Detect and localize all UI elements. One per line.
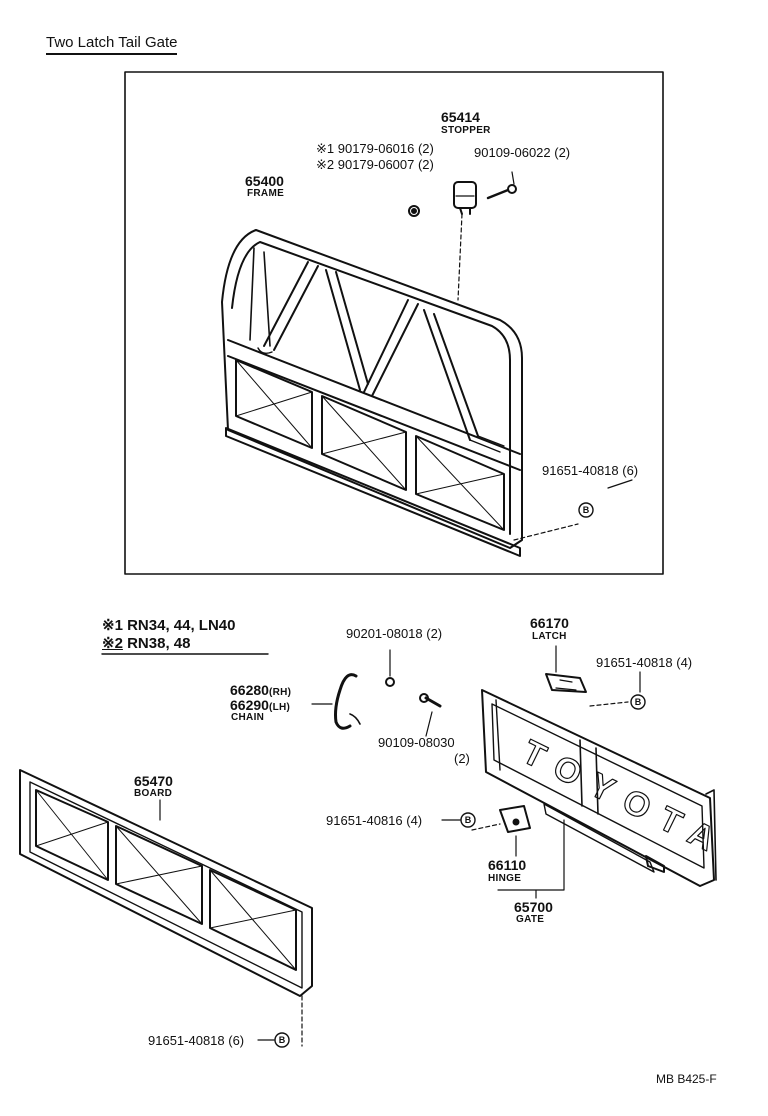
chain-lh-tag: (LH)	[268, 702, 291, 713]
latch-drawing	[545, 645, 629, 707]
washer-90201-drawing	[385, 677, 395, 687]
nut-90179-drawing	[408, 205, 420, 217]
gate-leader	[497, 819, 565, 899]
gate-drawing	[481, 689, 717, 887]
rivet-frame-callout-label: B	[583, 505, 590, 515]
rivet-hinge-label: 91651-40816 (4)	[326, 813, 423, 828]
gate-part-number: 65700	[514, 899, 553, 915]
frame-part-name: FRAME	[247, 188, 285, 199]
bolt-90109-06022-label: 90109-06022 (2)	[474, 145, 571, 160]
note-1-text: RN34, 44, LN40	[127, 617, 236, 634]
latch-part-name: LATCH	[532, 631, 567, 642]
chain-lh-label: 66290(LH)	[230, 698, 290, 713]
bolt-90109-08030-label: 90109-08030	[378, 735, 455, 750]
washer-90201-label: 90201-08018 (2)	[346, 626, 443, 641]
rivet-latch-label: 91651-40818 (4)	[596, 655, 693, 670]
gate-part-name: GATE	[516, 914, 545, 925]
board-drawing	[19, 769, 313, 1047]
rivet-frame-label: 91651-40818 (6)	[542, 463, 639, 478]
rivet-frame-leader	[513, 523, 579, 541]
note-2-text: RN38, 48	[127, 635, 191, 652]
chain-rh-number: 66280	[230, 682, 269, 698]
stopper-part-name: STOPPER	[441, 125, 491, 136]
latch-part-number: 66170	[530, 615, 569, 631]
hinge-drawing	[471, 805, 531, 857]
diagram-title: Two Latch Tail Gate	[46, 34, 178, 55]
chain-lh-number: 66290	[230, 697, 269, 713]
frame-part-number: 65400	[245, 173, 284, 189]
rivet-latch-callout	[630, 694, 646, 710]
bolt-n1-label: ※1 90179-06016 (2)	[316, 141, 434, 156]
frame-detail-box	[124, 71, 664, 575]
board-part-number: 65470	[134, 773, 173, 789]
stopper-drawing	[453, 181, 477, 301]
rivet-latch-callout-label: B	[635, 697, 642, 707]
hinge-part-name: HINGE	[488, 873, 522, 884]
note-1-mark: ※1	[102, 617, 123, 634]
chain-rh-label: 66280(RH)	[230, 683, 291, 698]
bolt-90109-08030-qty: (2)	[454, 751, 470, 766]
chain-drawing	[311, 673, 361, 730]
bolt-90109-08030-drawing	[419, 693, 442, 737]
note-2: ※2 RN38, 48	[102, 636, 190, 651]
bolt-n2-label: ※2 90179-06007 (2)	[316, 157, 434, 172]
bolt-90109-06022-drawing	[486, 171, 517, 200]
chain-part-name: CHAIN	[231, 712, 265, 723]
stopper-part-number: 65414	[441, 109, 480, 125]
rivet-frame-callout	[578, 502, 594, 518]
rivet-board-callout-label: B	[279, 1035, 286, 1045]
rivet-hinge-callout	[460, 812, 476, 828]
hinge-part-number: 66110	[488, 857, 527, 873]
rivet-hinge-callout-label: B	[465, 815, 472, 825]
note-1: ※1 RN34, 44, LN40	[102, 618, 235, 633]
frame-drawing	[221, 229, 523, 557]
board-part-name: BOARD	[134, 788, 173, 799]
note-2-mark: ※2	[102, 635, 123, 652]
chain-rh-tag: (RH)	[268, 687, 292, 698]
document-reference: MB B425-F	[656, 1072, 717, 1086]
rivet-board-callout	[274, 1032, 290, 1048]
rivet-board-label: 91651-40818 (6)	[148, 1033, 245, 1048]
